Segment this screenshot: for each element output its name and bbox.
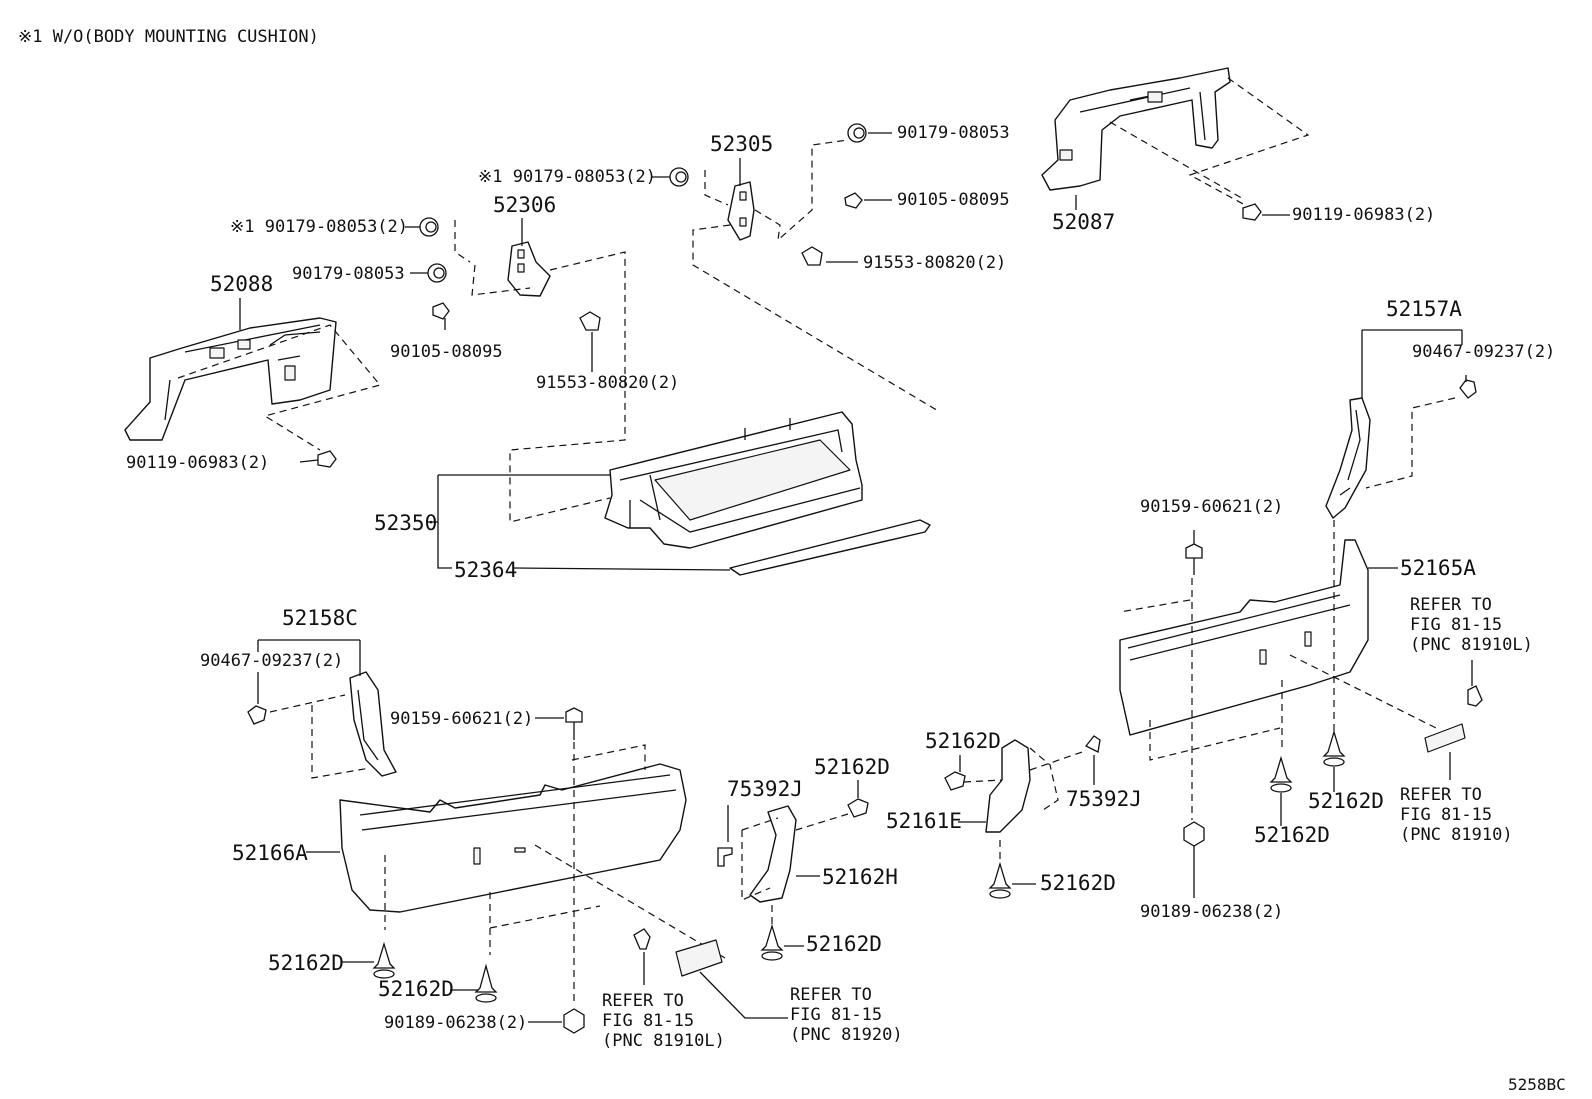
nut-icon [847, 123, 867, 143]
bolt-icon [579, 311, 601, 372]
nut-icon [419, 217, 439, 237]
label-90159-60621-right: 90159-60621(2) [1140, 497, 1283, 517]
label-52162H: 52162H [822, 865, 898, 889]
ref-r1-line1: REFER TO [1410, 595, 1492, 615]
label-52350: 52350 [374, 511, 437, 535]
screw-icon [847, 798, 869, 818]
ref-r2-line2: FIG 81-15 [1400, 805, 1492, 825]
step-pad-52350[interactable] [604, 411, 863, 549]
ref-r1-line3: (PNC 81910L) [1410, 635, 1533, 655]
bolt-icon [844, 192, 863, 209]
label-91553-80820-left: 91553-80820(2) [536, 373, 679, 393]
corner-piece-52158C[interactable] [349, 671, 397, 777]
label-52165A: 52165A [1400, 556, 1476, 580]
push-clip-icon [372, 941, 396, 979]
clip-icon [1084, 735, 1101, 753]
bracket-52305[interactable] [727, 181, 755, 241]
label-90179-08053-right: 90179-08053 [897, 123, 1010, 143]
reflector-icon [675, 939, 723, 977]
label-91553-80820-right: 91553-80820(2) [863, 253, 1006, 273]
bolt-icon [565, 707, 583, 740]
ref-r2-line1: REFER TO [1400, 785, 1482, 805]
label-90189-06238-right: 90189-06238(2) [1140, 902, 1283, 922]
label-52162D-r2: 52162D [1308, 789, 1384, 813]
label-52161E: 52161E [886, 809, 962, 833]
bolt-icon [801, 246, 823, 266]
footer-code: 5258BC [1508, 1075, 1566, 1094]
ref-r4-line2: FIG 81-15 [790, 1005, 882, 1025]
label-52162D-m1: 52162D [925, 729, 1001, 753]
ref-r3-line2: FIG 81-15 [602, 1011, 694, 1031]
ref-r3-line1: REFER TO [602, 991, 684, 1011]
push-clip-icon [760, 923, 784, 961]
ref-r2-line3: (PNC 81910) [1400, 825, 1513, 845]
mud-guard-52161E[interactable] [985, 739, 1031, 833]
screw-icon [944, 771, 966, 791]
clip-icon [633, 928, 651, 950]
push-clip-icon [988, 861, 1012, 899]
label-52305: 52305 [710, 132, 773, 156]
ref-r1-line2: FIG 81-15 [1410, 615, 1502, 635]
clip-icon [1467, 685, 1483, 707]
label-52158C: 52158C [282, 606, 358, 630]
nut-icon [1183, 821, 1205, 847]
bumper-extension-52165A[interactable] [1119, 539, 1369, 736]
push-clip-icon [1269, 755, 1293, 793]
corner-piece-52157A[interactable] [1325, 397, 1371, 519]
nut-icon [427, 263, 447, 283]
label-52162D-l3: 52162D [814, 755, 890, 779]
label-52162D-m2: 52162D [1040, 871, 1116, 895]
bumper-extension-52166A[interactable] [339, 763, 687, 913]
bracket-52306[interactable] [507, 241, 551, 297]
nut-icon [563, 1008, 585, 1034]
label-90179-08053-2-center: ※1 90179-08053(2) [478, 167, 656, 187]
push-clip-icon [1322, 729, 1346, 767]
label-52087: 52087 [1052, 210, 1115, 234]
label-52157A: 52157A [1386, 297, 1462, 321]
bracket-52088[interactable] [124, 317, 337, 441]
ref-r4-line1: REFER TO [790, 985, 872, 1005]
clip-icon [1459, 379, 1477, 399]
label-90159-60621-left: 90159-60621(2) [390, 709, 533, 729]
bolt-icon [1185, 530, 1203, 575]
label-52306: 52306 [493, 193, 556, 217]
label-52162D-l1: 52162D [268, 951, 344, 975]
label-90105-08095-right: 90105-08095 [897, 190, 1010, 210]
reflector-icon [1424, 723, 1466, 753]
label-90179-08053-left: 90179-08053 [292, 264, 405, 284]
label-75392J-left: 75392J [727, 777, 803, 801]
clip-icon [717, 847, 733, 867]
label-52162D-l2: 52162D [378, 977, 454, 1001]
bracket-52087[interactable] [1041, 67, 1231, 191]
mud-guard-52162H[interactable] [749, 805, 797, 903]
molding-52364[interactable] [729, 519, 931, 576]
label-90467-09237-left: 90467-09237(2) [200, 651, 343, 671]
label-90179-08053-2-left: ※1 90179-08053(2) [230, 217, 408, 237]
ref-r4-line3: (PNC 81920) [790, 1025, 903, 1045]
clip-icon [247, 705, 267, 725]
bolt-icon [299, 450, 337, 468]
ref-r3-line3: (PNC 81910L) [602, 1031, 725, 1051]
label-52166A: 52166A [232, 841, 308, 865]
label-90119-06983-right: 90119-06983(2) [1292, 205, 1435, 225]
label-90467-09237-right: 90467-09237(2) [1412, 342, 1555, 362]
nut-icon [669, 167, 689, 187]
label-52162D-r1: 52162D [1254, 823, 1330, 847]
label-52364: 52364 [454, 558, 517, 582]
header-note: ※1 W/O(BODY MOUNTING CUSHION) [18, 27, 319, 47]
label-75392J-right: 75392J [1066, 787, 1142, 811]
label-90189-06238-left: 90189-06238(2) [384, 1013, 527, 1033]
label-90105-08095-left: 90105-08095 [390, 342, 503, 362]
bolt-icon [432, 302, 450, 330]
bolt-icon [1242, 203, 1262, 221]
label-52088: 52088 [210, 272, 273, 296]
push-clip-icon [474, 963, 498, 1003]
label-90119-06983-left: 90119-06983(2) [126, 453, 269, 473]
label-52162D-l4: 52162D [806, 932, 882, 956]
